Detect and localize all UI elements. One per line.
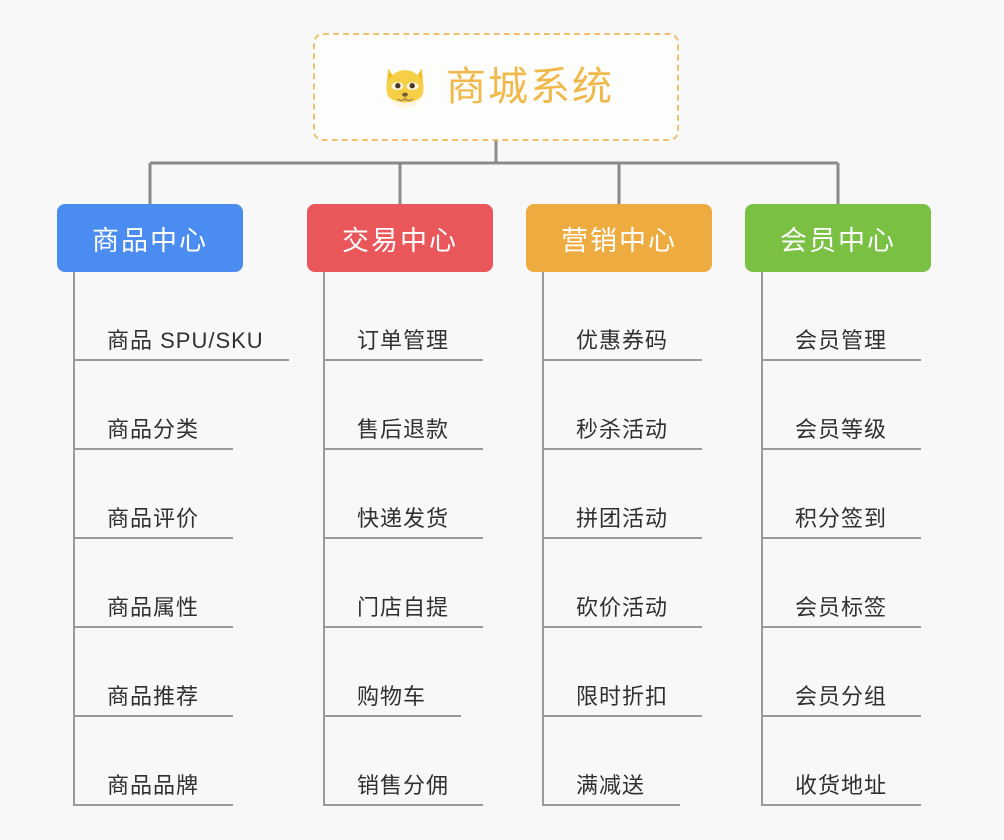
leaf-underline — [542, 626, 702, 628]
leaf-underline — [323, 626, 483, 628]
leaf-list-product-center: 商品 SPU/SKU 商品分类商品评价商品属性商品推荐商品品牌 — [73, 272, 289, 806]
leaf-label: 积分签到 — [795, 505, 888, 531]
leaf-spine — [323, 272, 325, 806]
category-label: 会员中心 — [780, 225, 896, 256]
leaf-item[interactable]: 门店自提 — [323, 539, 493, 628]
leaf-label: 商品 SPU/SKU — [107, 327, 264, 353]
shiba-dog-face-icon — [378, 60, 432, 114]
category-box-trade-center[interactable]: 交易中心 — [307, 204, 493, 272]
leaf-underline — [73, 359, 289, 361]
leaf-item[interactable]: 订单管理 — [323, 272, 493, 361]
leaf-underline — [323, 448, 483, 450]
leaf-item[interactable]: 限时折扣 — [542, 628, 712, 717]
leaf-label: 会员等级 — [795, 416, 888, 442]
leaf-item[interactable]: 会员管理 — [761, 272, 931, 361]
leaf-item[interactable]: 商品推荐 — [73, 628, 243, 717]
root-title: 商城系统 — [446, 65, 614, 109]
leaf-item[interactable]: 售后退款 — [323, 361, 493, 450]
category-label: 营销中心 — [561, 225, 677, 256]
leaf-item[interactable]: 购物车 — [323, 628, 493, 717]
leaf-item[interactable]: 商品评价 — [73, 450, 243, 539]
leaf-item[interactable]: 收货地址 — [761, 717, 931, 806]
leaf-item[interactable]: 砍价活动 — [542, 539, 712, 628]
leaf-underline — [542, 448, 702, 450]
column-marketing-center: 营销中心优惠券码秒杀活动拼团活动砍价活动限时折扣满减送 — [526, 204, 712, 806]
leaf-item[interactable]: 商品属性 — [73, 539, 243, 628]
leaf-label: 满减送 — [576, 772, 646, 798]
leaf-item[interactable]: 商品品牌 — [73, 717, 243, 806]
category-label: 交易中心 — [342, 225, 458, 256]
leaf-label: 快递发货 — [357, 505, 450, 531]
leaf-label: 砍价活动 — [576, 594, 669, 620]
leaf-list-member-center: 会员管理会员等级积分签到会员标签会员分组收货地址 — [761, 272, 931, 806]
leaf-underline — [73, 804, 233, 806]
leaf-underline — [761, 715, 921, 717]
leaf-label: 商品属性 — [107, 594, 200, 620]
column-member-center: 会员中心会员管理会员等级积分签到会员标签会员分组收货地址 — [745, 204, 931, 806]
category-box-marketing-center[interactable]: 营销中心 — [526, 204, 712, 272]
leaf-underline — [73, 537, 233, 539]
leaf-item[interactable]: 快递发货 — [323, 450, 493, 539]
leaf-list-trade-center: 订单管理售后退款快递发货门店自提购物车销售分佣 — [323, 272, 493, 806]
leaf-label: 优惠券码 — [576, 327, 669, 353]
leaf-underline — [761, 804, 921, 806]
leaf-item[interactable]: 会员标签 — [761, 539, 931, 628]
leaf-spine — [542, 272, 544, 806]
leaf-label: 售后退款 — [357, 416, 450, 442]
leaf-label: 收货地址 — [795, 772, 888, 798]
leaf-underline — [73, 715, 233, 717]
leaf-underline — [542, 715, 702, 717]
leaf-label: 会员标签 — [795, 594, 888, 620]
leaf-item[interactable]: 拼团活动 — [542, 450, 712, 539]
leaf-underline — [73, 448, 233, 450]
leaf-underline — [761, 537, 921, 539]
leaf-underline — [542, 804, 680, 806]
leaf-label: 拼团活动 — [576, 505, 669, 531]
leaf-underline — [542, 537, 702, 539]
leaf-underline — [761, 448, 921, 450]
leaf-label: 会员分组 — [795, 683, 888, 709]
leaf-label: 限时折扣 — [576, 683, 669, 709]
leaf-item[interactable]: 满减送 — [542, 717, 712, 806]
root-node[interactable]: 商城系统 — [313, 33, 679, 141]
category-box-member-center[interactable]: 会员中心 — [745, 204, 931, 272]
leaf-item[interactable]: 商品分类 — [73, 361, 243, 450]
column-trade-center: 交易中心订单管理售后退款快递发货门店自提购物车销售分佣 — [307, 204, 493, 806]
category-box-product-center[interactable]: 商品中心 — [57, 204, 243, 272]
leaf-item[interactable]: 会员等级 — [761, 361, 931, 450]
leaf-underline — [323, 359, 483, 361]
leaf-item[interactable]: 秒杀活动 — [542, 361, 712, 450]
category-label: 商品中心 — [92, 225, 208, 256]
leaf-label: 商品品牌 — [107, 772, 200, 798]
leaf-label: 商品分类 — [107, 416, 200, 442]
leaf-label: 销售分佣 — [357, 772, 450, 798]
leaf-item[interactable]: 优惠券码 — [542, 272, 712, 361]
leaf-label: 购物车 — [357, 683, 427, 709]
leaf-spine — [73, 272, 75, 806]
leaf-label: 秒杀活动 — [576, 416, 669, 442]
leaf-underline — [73, 626, 233, 628]
leaf-underline — [542, 359, 702, 361]
leaf-item[interactable]: 商品 SPU/SKU — [73, 272, 289, 361]
leaf-underline — [761, 626, 921, 628]
leaf-item[interactable]: 销售分佣 — [323, 717, 493, 806]
leaf-label: 会员管理 — [795, 327, 888, 353]
column-product-center: 商品中心商品 SPU/SKU 商品分类商品评价商品属性商品推荐商品品牌 — [57, 204, 289, 806]
leaf-spine — [761, 272, 763, 806]
leaf-underline — [323, 804, 483, 806]
leaf-item[interactable]: 会员分组 — [761, 628, 931, 717]
leaf-label: 商品评价 — [107, 505, 200, 531]
leaf-label: 门店自提 — [357, 594, 450, 620]
leaf-label: 订单管理 — [357, 327, 450, 353]
leaf-list-marketing-center: 优惠券码秒杀活动拼团活动砍价活动限时折扣满减送 — [542, 272, 712, 806]
leaf-item[interactable]: 积分签到 — [761, 450, 931, 539]
leaf-underline — [761, 359, 921, 361]
leaf-underline — [323, 715, 461, 717]
leaf-label: 商品推荐 — [107, 683, 200, 709]
leaf-underline — [323, 537, 483, 539]
